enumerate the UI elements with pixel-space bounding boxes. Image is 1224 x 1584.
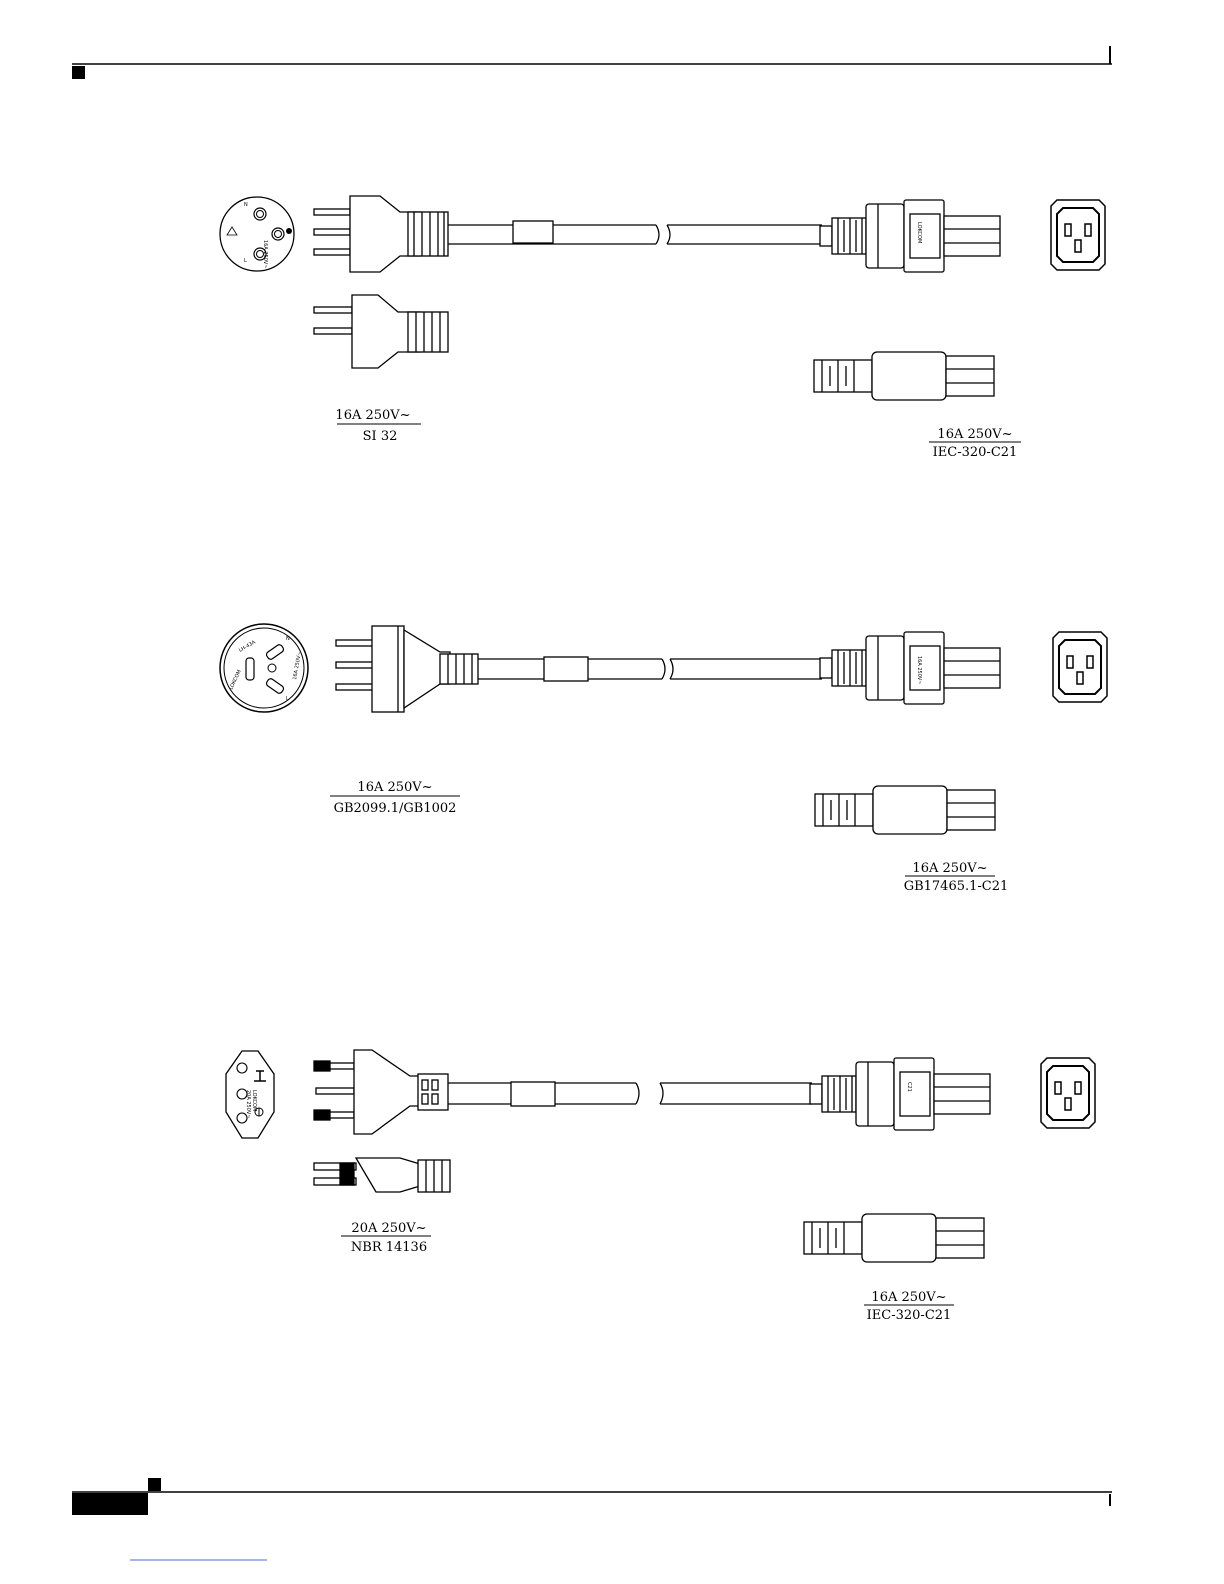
iec-c21-connector-icon [820, 200, 1000, 272]
power-plug-icon: N L LOKCOM 16A 250V~ LH-43A [220, 624, 308, 712]
plug-rating-label: 16A 250V~ [357, 780, 432, 795]
header-marker [72, 66, 85, 79]
plug-body-top [314, 196, 448, 272]
connector-body-text: C21 [906, 1082, 912, 1092]
connector-rating-label: 16A 250V~ [871, 1290, 946, 1305]
cable [448, 221, 822, 244]
figure-2: N L LOKCOM 16A 250V~ LH-43A [220, 624, 1107, 894]
connector-standard-label: IEC-320-C21 [867, 1308, 952, 1323]
connector-rating-label: 16A 250V~ [912, 861, 987, 876]
plug-rating-label: 20A 250V~ [351, 1221, 426, 1236]
plug-body-top [336, 626, 478, 712]
power-plug-icon: N L 16A 250V~ [220, 197, 294, 271]
iec-c21-connector-icon [810, 1058, 990, 1130]
footer-marker [148, 1478, 161, 1491]
plug-body-side [314, 1158, 450, 1192]
connector-side-view [815, 786, 995, 834]
connector-standard-label: GB17465.1-C21 [904, 879, 1009, 894]
outlet-face-icon [1041, 1058, 1095, 1128]
cable [448, 1082, 812, 1106]
connector-body-text: 16A 250V~ [916, 656, 922, 685]
plug-standard-label: GB2099.1/GB1002 [334, 801, 457, 816]
figure-3: LOKCOM 20A 250V~ [226, 1050, 1095, 1323]
svg-text:16A 250V~: 16A 250V~ [262, 240, 268, 269]
outlet-face-icon [1051, 200, 1105, 270]
plug-body-top [314, 1050, 448, 1134]
plug-rating-label: 16A 250V~ [335, 408, 410, 423]
figure-1: N L 16A 250V~ [220, 196, 1105, 460]
svg-text:20A 250V~: 20A 250V~ [245, 1090, 251, 1119]
svg-text:L: L [286, 696, 289, 702]
plug-body-side [314, 295, 448, 368]
iec-c21-connector-icon [820, 632, 1000, 704]
cable [478, 657, 822, 681]
plug-standard-label: SI 32 [363, 429, 398, 444]
footer-block [72, 1493, 148, 1515]
outlet-face-icon [1053, 632, 1107, 702]
connector-side-view [814, 352, 994, 400]
connector-standard-label: IEC-320-C21 [933, 445, 1018, 460]
power-plug-icon: LOKCOM 20A 250V~ [226, 1051, 274, 1138]
plug-standard-label: NBR 14136 [351, 1240, 427, 1255]
svg-text:N: N [244, 202, 248, 208]
svg-text:N: N [286, 636, 290, 642]
connector-side-view [804, 1214, 984, 1262]
svg-text:L: L [244, 258, 247, 264]
connector-body-text: LOKCOM [916, 222, 922, 243]
connector-rating-label: 16A 250V~ [937, 427, 1012, 442]
